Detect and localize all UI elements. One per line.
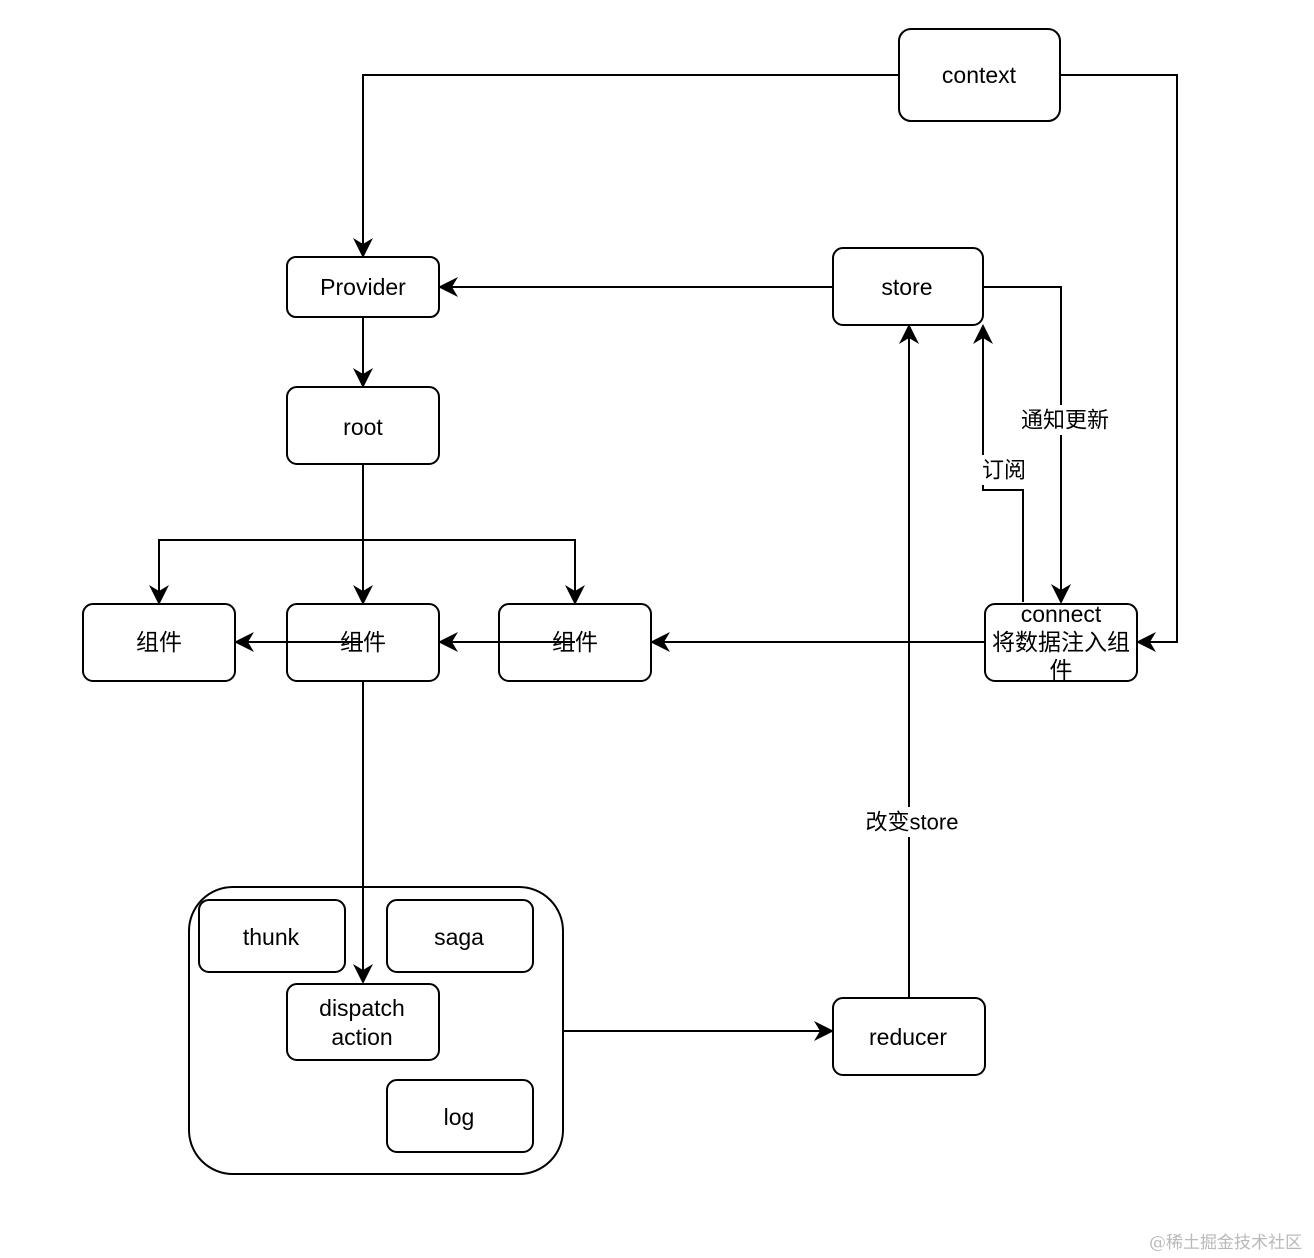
node-dispatch-action[interactable]: dispatch action bbox=[286, 983, 440, 1061]
label-subscribe: 订阅 bbox=[978, 455, 1030, 485]
node-dispatch-label-line1: dispatch bbox=[319, 995, 405, 1021]
nodes: context Provider store root 组件 组件 bbox=[82, 28, 1138, 1175]
node-component-mid[interactable]: 组件 bbox=[286, 603, 440, 682]
node-log[interactable]: log bbox=[386, 1079, 534, 1153]
node-log-label: log bbox=[444, 1104, 475, 1130]
label-change-store-text: 改变store bbox=[866, 810, 959, 835]
node-thunk[interactable]: thunk bbox=[198, 899, 346, 973]
node-reducer[interactable]: reducer bbox=[832, 997, 986, 1076]
label-subscribe-text: 订阅 bbox=[982, 458, 1026, 483]
node-component-mid-label: 组件 bbox=[340, 629, 386, 655]
node-component-left-label: 组件 bbox=[136, 629, 182, 655]
edge-store-to-connect-notify bbox=[983, 286, 1071, 604]
label-change-store: 改变store bbox=[862, 807, 962, 837]
node-connect-label-line2: 将数据注入组 bbox=[992, 629, 1130, 655]
node-provider[interactable]: Provider bbox=[286, 256, 440, 318]
node-provider-label: Provider bbox=[320, 274, 406, 300]
node-context-label: context bbox=[942, 62, 1017, 88]
node-connect[interactable]: connect 将数据注入组 件 bbox=[984, 601, 1138, 683]
edge-root-to-component-right bbox=[363, 539, 585, 605]
node-context[interactable]: context bbox=[898, 28, 1061, 122]
label-notify-update-text: 通知更新 bbox=[1021, 408, 1109, 433]
edge-labels: 通知更新 订阅 改变store bbox=[862, 405, 1112, 837]
node-connect-label-line1: connect bbox=[1021, 601, 1102, 627]
node-root-label: root bbox=[343, 414, 383, 440]
node-thunk-label: thunk bbox=[243, 924, 300, 950]
edge-context-to-connect bbox=[1060, 74, 1178, 652]
node-store-label: store bbox=[881, 274, 932, 300]
node-saga-label: saga bbox=[434, 924, 484, 950]
node-saga[interactable]: saga bbox=[386, 899, 534, 973]
edge-connect-to-store-subscribe bbox=[973, 324, 1024, 602]
node-component-left[interactable]: 组件 bbox=[82, 603, 236, 682]
node-connect-label-line3: 件 bbox=[1050, 657, 1073, 683]
node-component-right[interactable]: 组件 bbox=[498, 603, 652, 682]
node-dispatch-label-line2: action bbox=[331, 1024, 392, 1050]
node-middleware-group[interactable] bbox=[188, 886, 564, 1175]
node-reducer-label: reducer bbox=[869, 1024, 947, 1050]
node-component-right-label: 组件 bbox=[552, 629, 598, 655]
label-notify-update: 通知更新 bbox=[1018, 405, 1112, 435]
node-root[interactable]: root bbox=[286, 386, 440, 465]
edge-context-to-provider bbox=[353, 74, 899, 258]
watermark: @稀土掘金技术社区 bbox=[1149, 1233, 1302, 1253]
edge-root-to-component-left bbox=[149, 539, 363, 605]
edges bbox=[149, 74, 1178, 1041]
node-store[interactable]: store bbox=[832, 247, 984, 326]
